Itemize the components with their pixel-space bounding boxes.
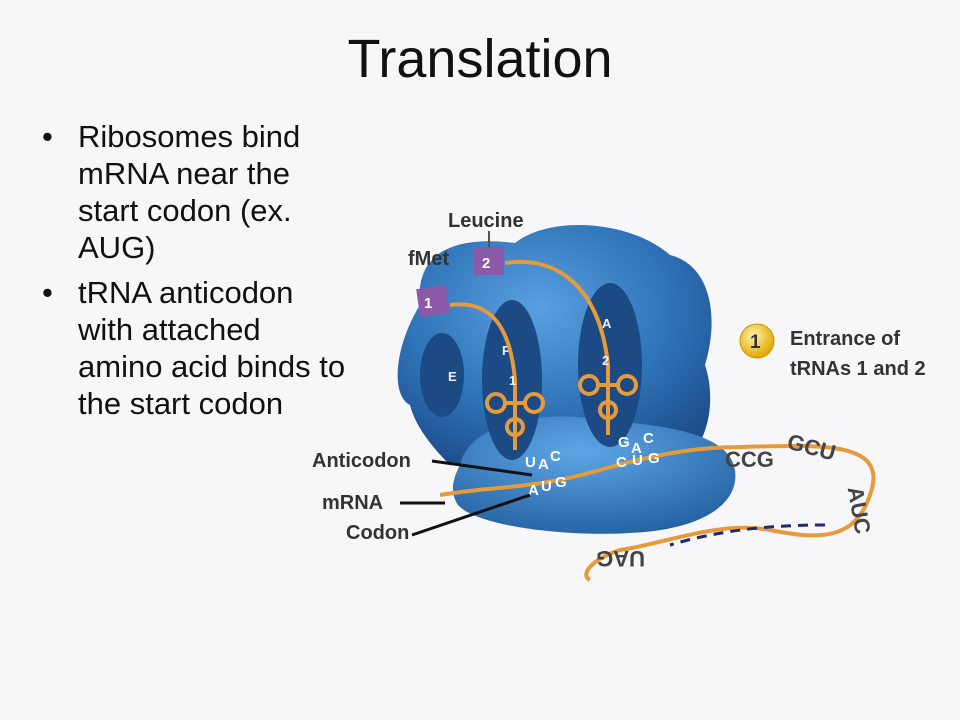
step-text-line1: Entrance of [790, 328, 900, 350]
anticodon1-letters: U A C [525, 448, 561, 473]
trna2-acceptor-stem [504, 259, 610, 366]
codon1-nt: A [528, 482, 539, 499]
leucine-box [474, 247, 504, 275]
trna1-number: 1 [509, 373, 516, 388]
codon2-nt: U [632, 452, 643, 469]
bullet-item: •tRNA anticodon with attached amino acid… [42, 275, 346, 421]
bullet-item: •Ribosomes bind mRNA near the start codo… [42, 119, 301, 265]
codon2-nt: C [616, 454, 627, 471]
anticodon2-letters: G A C [618, 430, 654, 457]
trna1-cloverleaf [485, 380, 545, 450]
codon2-letters: C U G [616, 450, 660, 471]
codon-label: Codon [346, 522, 409, 544]
trna2-number: 2 [602, 353, 609, 368]
translation-diagram: E P A 1 2 1 2 Leucine fMet U A C G A C [312, 210, 926, 582]
step-text-line2: tRNAs 1 and 2 [790, 358, 926, 380]
a-site-label: A [602, 316, 612, 331]
bullet-text: tRNA anticodon with attached amino acid … [78, 275, 346, 421]
bullet-list: •Ribosomes bind mRNA near the start codo… [38, 118, 348, 430]
mrna-seq-gcu: GCU [785, 429, 839, 466]
codon1-nt: U [541, 478, 552, 495]
p-site [482, 300, 542, 460]
anticodon-pointer [431, 459, 533, 477]
fmet-number: 1 [424, 295, 432, 312]
mrna-seq-ccg: CCG [725, 447, 774, 472]
anticodon2-nt: G [618, 434, 630, 451]
anticodon1-nt: C [550, 448, 561, 465]
codon1-letters: A U G [528, 474, 567, 499]
e-site [420, 333, 464, 417]
mrna-dashed-segment [669, 523, 826, 547]
anticodon-label: Anticodon [312, 450, 411, 472]
codon-pointer [411, 493, 531, 537]
trna1-acceptor-stem [449, 302, 517, 381]
anticodon2-nt: C [643, 430, 654, 447]
leucine-label: Leucine [448, 210, 524, 232]
mrna-label: mRNA [322, 492, 383, 514]
anticodon2-nt: A [631, 440, 642, 457]
mrna-seq-uag: UAG [596, 546, 645, 571]
anticodon1-nt: U [525, 454, 536, 471]
bullet-text: Ribosomes bind mRNA near the start codon… [78, 119, 301, 265]
fmet-box [416, 285, 450, 317]
mrna-strand [439, 443, 876, 582]
e-site-label: E [448, 369, 457, 384]
p-site-label: P [502, 343, 511, 358]
fmet-label: fMet [408, 248, 449, 270]
step-number: 1 [750, 332, 761, 353]
step-badge [739, 323, 775, 359]
codon2-nt: G [648, 450, 660, 467]
anticodon1-nt: A [538, 456, 549, 473]
slide-title: Translation [347, 29, 613, 89]
codon1-nt: G [555, 474, 567, 491]
leucine-number: 2 [482, 255, 490, 272]
trna2-cloverleaf [578, 365, 638, 435]
